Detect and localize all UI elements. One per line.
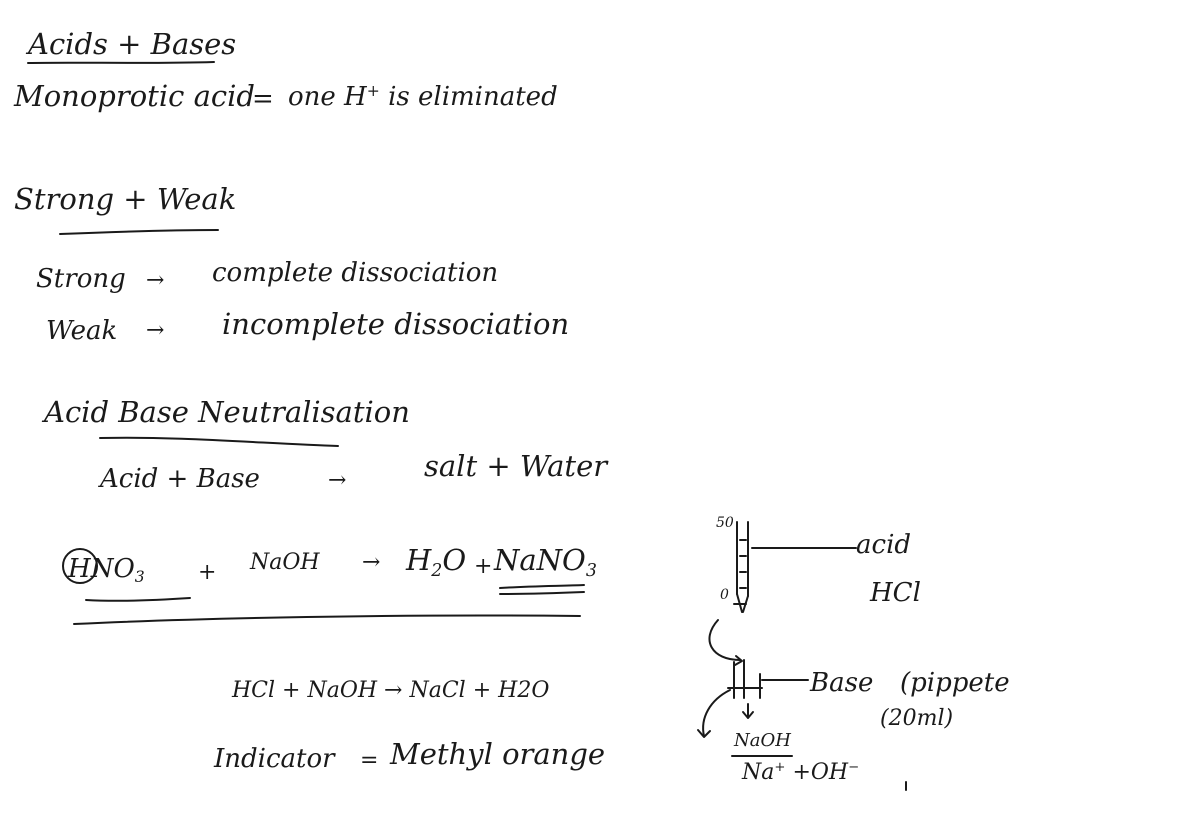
pipette-label: (pippete (900, 668, 1010, 698)
indicator-value: Methyl orange (390, 737, 606, 771)
flask-label: NaOH (734, 730, 791, 751)
weak-definition: incomplete dissociation (222, 307, 570, 341)
notes-title: Acids + Bases (28, 27, 237, 61)
pipette-volume: (20ml) (880, 706, 954, 731)
weak-label: Weak (46, 316, 118, 346)
monoprotic-definition: one H+ is eliminated (288, 81, 558, 112)
weak-arrow: → (146, 318, 165, 343)
hydrogen-circle (62, 548, 98, 584)
equation-hcl-naoh: HCl + NaOH → NaCl + H2O (232, 678, 550, 703)
nano3-underline-1 (499, 584, 585, 589)
strong-weak-heading: Strong + Weak (14, 182, 237, 216)
monoprotic-equals: = (252, 84, 274, 114)
acid-label: acid (856, 530, 912, 560)
nano3-underline-2 (499, 591, 585, 595)
word-equation-arrow: → (328, 468, 347, 493)
strong-weak-underline (59, 229, 219, 235)
title-underline (27, 61, 215, 64)
hno3-underline (85, 597, 191, 602)
burette-sketch (733, 521, 749, 613)
equation-naoh: NaOH (250, 550, 320, 575)
burette-mark-50: 50 (716, 515, 734, 531)
word-equation-rhs: salt + Water (424, 449, 608, 483)
drip-curve (708, 619, 741, 661)
flask-ions: Na+ +OH− (742, 760, 860, 785)
drip-arrow-head (734, 655, 743, 666)
acid-formula: HCl (870, 578, 921, 608)
word-equation-lhs: Acid + Base (100, 464, 260, 494)
equation-h2o: H2O (406, 543, 467, 582)
strong-arrow: → (146, 268, 165, 293)
equation-nano3: NaNO3 (494, 543, 597, 582)
flask-sketch (727, 659, 809, 719)
neutralisation-underline (99, 436, 339, 447)
equation-plus-1: + (198, 560, 217, 585)
base-label: Base (810, 668, 874, 698)
indicator-label: Indicator (214, 744, 335, 774)
equation-hno3: HNO3 (68, 554, 145, 587)
strong-definition: complete dissociation (212, 258, 499, 288)
swirl-arrow-head (697, 729, 711, 738)
equation-plus-2: + (474, 554, 493, 579)
monoprotic-term: Monoprotic acid (14, 79, 255, 113)
equation-long-underline (73, 614, 581, 625)
strong-label: Strong (36, 264, 126, 294)
swirl-curve (702, 689, 731, 737)
burette-mark-0: 0 (720, 587, 729, 603)
neutralisation-heading: Acid Base Neutralisation (44, 395, 410, 429)
equation-arrow-1: → (362, 550, 381, 575)
indicator-equals: = (360, 748, 379, 773)
